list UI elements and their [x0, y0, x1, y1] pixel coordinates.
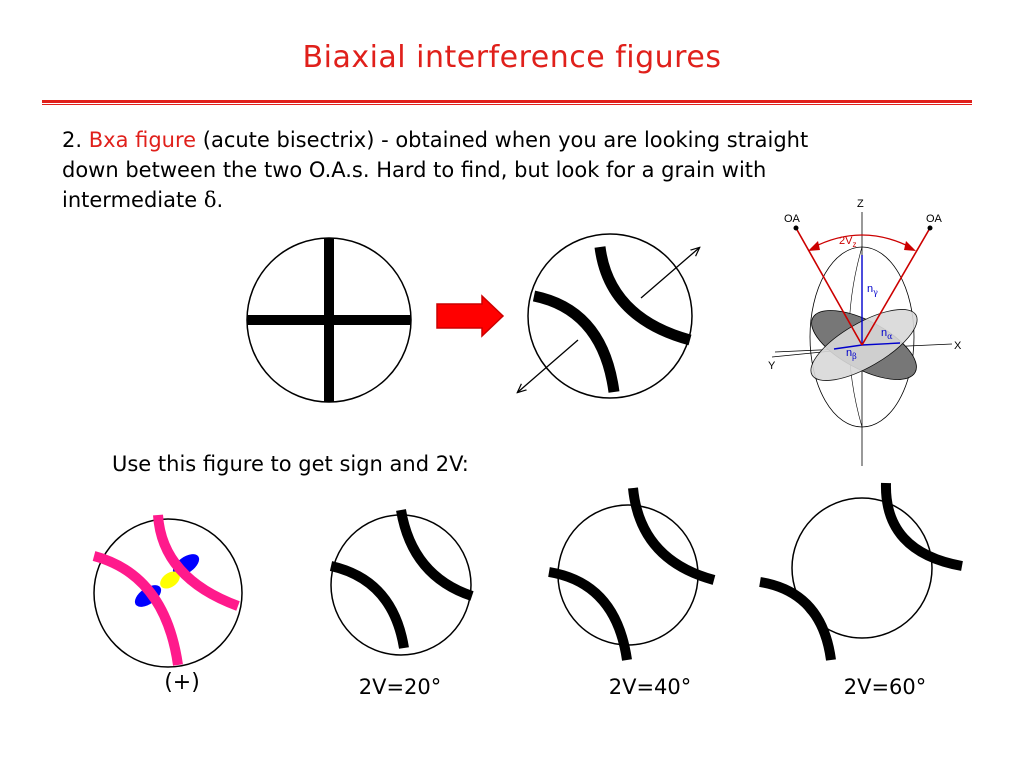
line2-text: down between the two O.A.s. Hard to find… — [62, 158, 767, 182]
isogyre-upper — [880, 482, 963, 571]
slide-title: Biaxial interference figures — [302, 40, 722, 75]
bxa-term: Bxa figure — [88, 128, 197, 152]
title-rule — [42, 100, 972, 103]
description-paragraph: 2. Bxa figure (acute bisectrix) - obtain… — [62, 125, 962, 215]
positive-sign-figure — [92, 514, 243, 668]
caption-2v-60: 2V=60° — [843, 675, 927, 699]
two-v-arc — [811, 234, 913, 249]
x-label: X — [954, 340, 962, 352]
pink-isogyre-upper — [153, 514, 240, 611]
figure-2v-40 — [548, 487, 716, 661]
delta-symbol: δ — [203, 188, 217, 212]
instruction-text: Use this figure to get sign and 2V: — [112, 452, 469, 476]
item-number: 2. — [62, 128, 83, 152]
isogyre-lower — [532, 290, 620, 393]
yellow-center-region — [160, 571, 180, 589]
red-right-arrow — [436, 294, 505, 338]
pink-isogyre-lower — [92, 551, 183, 666]
caption-2v-40: 2V=40° — [608, 675, 692, 699]
two-v-label: 2Vz — [839, 235, 856, 249]
y-label: Y — [768, 360, 776, 372]
arrow-down-left — [518, 339, 579, 392]
line3-text: intermediate — [62, 188, 198, 212]
rotated-isogyre-figure — [518, 233, 699, 399]
isogyre-lower — [329, 561, 409, 649]
field-of-view-circle — [93, 518, 243, 668]
optic-axis-left — [795, 227, 863, 346]
n-gamma-label: nγ — [867, 283, 878, 297]
two-v-arrowhead-left — [808, 241, 820, 251]
field-of-view-circle — [557, 504, 699, 646]
n-alpha-label: nα — [881, 327, 893, 341]
field-of-view-circle — [527, 233, 693, 399]
n-alpha-vector — [861, 342, 901, 346]
centered-cross-figure — [246, 237, 412, 403]
isogyre-lower — [548, 567, 632, 661]
two-v-arrowhead-right — [904, 241, 916, 251]
optic-axis-left-dot — [793, 225, 799, 231]
n-beta-label: nβ — [846, 347, 857, 361]
arrow-up-right — [640, 248, 699, 299]
isogyre-lower — [759, 577, 836, 661]
optic-axis-right-dot — [927, 225, 933, 231]
z-label: Z — [857, 198, 864, 210]
isogyre-upper — [396, 509, 474, 601]
caption-2v-20: 2V=20° — [358, 675, 442, 699]
figure-2v-60 — [759, 482, 963, 661]
indicatrix-diagram: Z X Y OA OA 2Vz nγ nα nβ — [768, 198, 962, 466]
oa-right-label: OA — [926, 213, 943, 225]
caption-positive: (+) — [164, 670, 200, 695]
figure-2v-20 — [329, 509, 474, 656]
line1-text: (acute bisectrix) - obtained when you ar… — [202, 128, 809, 152]
oa-left-label: OA — [784, 213, 801, 225]
title-rule-thin — [42, 104, 972, 105]
isogyre-upper — [594, 246, 692, 346]
n-beta-vector — [833, 344, 863, 350]
optic-axis-right — [861, 227, 931, 346]
line3-period: . — [216, 188, 224, 212]
isogyre-upper — [628, 487, 716, 585]
